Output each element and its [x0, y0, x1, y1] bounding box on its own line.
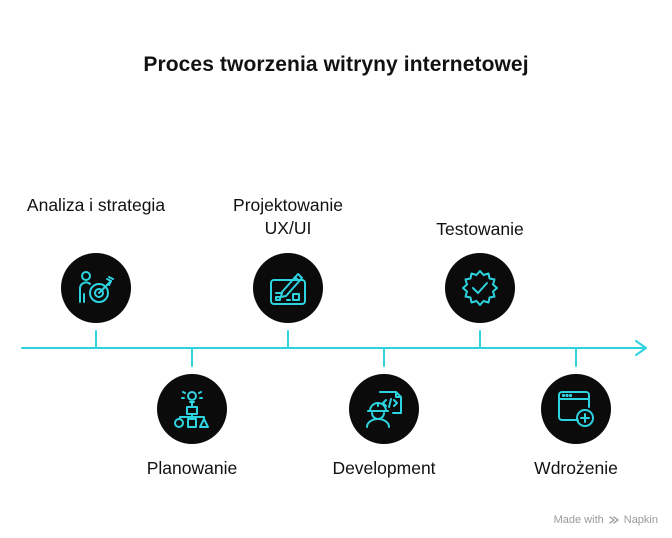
step-label-development: Development: [332, 458, 436, 478]
step-node-wdrozenie: [541, 374, 611, 444]
step-label-testowanie: Testowanie: [436, 219, 524, 239]
napkin-logo-icon: [609, 516, 619, 524]
browser-add-icon: [558, 391, 594, 427]
step-node-projektowanie: [253, 253, 323, 323]
made-with-napkin-credit: Made with Napkin: [554, 514, 658, 526]
gear-check-icon: [462, 270, 498, 306]
target-person-icon: [79, 271, 114, 303]
step-label-projektowanie: Projektowanie UX/UI: [233, 195, 343, 238]
developer-code-icon: [366, 391, 402, 428]
credit-text: Made with: [553, 514, 604, 526]
credit-brand: Napkin: [623, 514, 658, 526]
step-label-planowanie: Planowanie: [146, 458, 238, 478]
step-label-analiza: Analiza i strategia: [26, 195, 166, 215]
idea-flowchart-icon: [174, 391, 209, 428]
step-node-development: [349, 374, 419, 444]
step-node-testowanie: [445, 253, 515, 323]
step-node-planowanie: [157, 374, 227, 444]
step-label-wdrozenie: Wdrożenie: [534, 458, 618, 478]
step-node-analiza: [61, 253, 131, 323]
design-pen-icon: [270, 273, 306, 305]
page-title: Proces tworzenia witryny internetowej: [143, 53, 529, 76]
